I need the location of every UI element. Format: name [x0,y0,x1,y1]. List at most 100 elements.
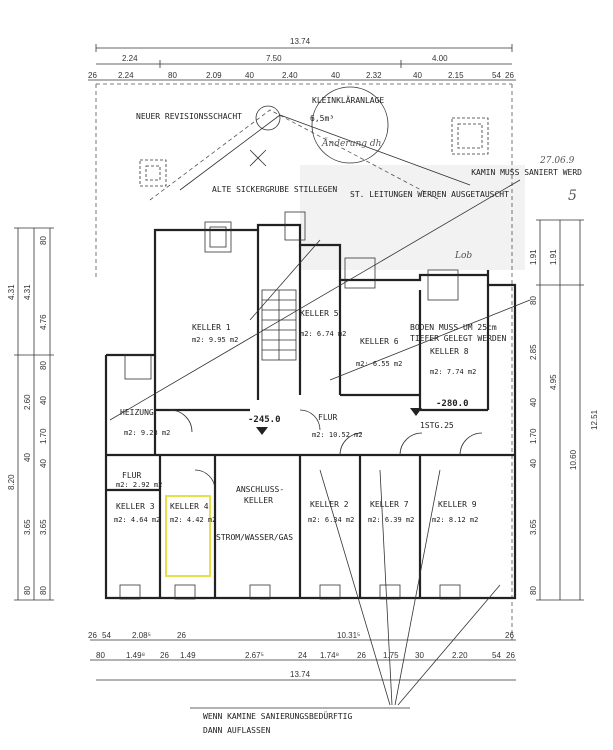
building-walls [104,223,517,600]
dim-total-bottom: 13.74 [290,670,311,679]
dim-left-inner-3: 40 [23,453,32,462]
door-swings [169,409,483,491]
dimensions-left: 4.31 8.20 4.31 2.60 40 3.65 80 80 4.76 8… [7,227,54,601]
dim-right-outer: 12.51 [590,409,599,430]
dim-top-3-2: 80 [168,71,177,80]
stair-label: 1STG.25 [420,421,454,430]
dim-bottom-1-4: 10.31⁵ [337,631,360,640]
handwriting-number: 5 [568,188,577,204]
dim-bottom-2-9: 30 [415,651,424,660]
keller3-area: m2: 4.64 m2 [114,516,160,524]
dim-right-inner-4: 40 [529,398,538,407]
dim-left-inner-5: 80 [23,586,32,595]
dim-left-detail-4: 40 [39,396,48,405]
floor-note-2: TIEFER GELEGT WERDEN [410,334,507,343]
handwriting-date: 27.06.9 [539,156,575,166]
dim-top-3-8: 40 [413,71,422,80]
keller1-area: m2: 9.95 m2 [192,336,238,344]
level-245-marker [256,427,268,435]
heizung-area: m2: 9.23 m2 [124,429,170,437]
revision-shaft-label: NEUER REVISIONSSCHACHT [136,112,242,121]
dim-top-3-11: 26 [505,71,514,80]
cesspit-label: ALTE SICKERGRUBE STILLEGEN [212,185,337,194]
dim-left-detail-5: 1.70 [39,428,48,444]
dim-bottom-2-4: 2.67⁵ [245,651,264,660]
sewage-plant-circle [311,86,389,164]
dim-bottom-1-1: 54 [102,631,111,640]
keller7-area: m2: 6.39 m2 [368,516,414,524]
dim-bottom-1-3: 26 [177,631,186,640]
flur-small-name: FLUR [122,471,141,480]
room-labels: KELLER 1 m2: 9.95 m2 KELLER 5 m2: 6.74 m… [114,309,507,542]
keller9-area: m2: 8.12 m2 [432,516,478,524]
dim-top-2-b: 7.50 [266,54,282,63]
keller2-area: m2: 6.34 m2 [308,516,354,524]
dim-bottom-2-2: 26 [160,651,169,660]
dim-bottom-2-6: 1.74⁸ [320,651,339,660]
handwriting-change: Änderung dh [321,137,381,149]
keller9-name: KELLER 9 [438,500,477,509]
yard-chimneys [139,117,489,187]
dim-right-mid-1: 1.91 [549,249,558,265]
dim-top-3-10: 54 [492,71,501,80]
dim-bottom-1-0: 26 [88,631,97,640]
dim-top-3-9: 2.15 [448,71,464,80]
dim-right-mid-2: 4.95 [549,374,558,390]
dim-bottom-2-0: 80 [96,651,105,660]
note-leader-lines [190,469,501,709]
anschluss-name-2: KELLER [244,496,273,505]
dim-bottom-2-12: 26 [506,651,515,660]
dim-right-inner-2: 80 [529,296,538,305]
keller6-name: KELLER 6 [360,337,399,346]
dim-bottom-2-11: 54 [492,651,501,660]
site-outline [95,83,513,640]
dim-top-3-5: 2.40 [282,71,298,80]
keller1-name: KELLER 1 [192,323,231,332]
dim-top-3-0: 26 [88,71,97,80]
dim-left-detail-6: 40 [39,459,48,468]
keller8-name: KELLER 8 [430,347,469,356]
keller2-name: KELLER 2 [310,500,349,509]
sketch-lines [109,179,531,421]
dim-bottom-2-3: 1.49 [180,651,196,660]
dim-left-outer-2: 8.20 [7,474,16,490]
keller7-name: KELLER 7 [370,500,409,509]
keller4-highlight [165,495,211,577]
keller6-area: m2: 6.55 m2 [356,360,402,368]
dim-left-detail-2: 4.76 [39,314,48,330]
dim-left-inner-2: 2.60 [23,394,32,410]
dim-top-3-1: 2.24 [118,71,134,80]
dim-bottom-1-2: 2.08⁵ [132,631,151,640]
dim-bottom-1-5: 26 [505,631,514,640]
dim-left-detail-3: 80 [39,361,48,370]
dim-right-inner-1: 1.91 [529,249,538,265]
dim-bottom-2-5: 24 [298,651,307,660]
keller8-area: m2: 7.74 m2 [430,368,476,376]
dim-top-2-a: 2.24 [122,54,138,63]
dim-top-3-3: 2.09 [206,71,222,80]
dim-left-detail-7: 3.65 [39,519,48,535]
pipes-note: ST. LEITUNGEN WERDEN AUSGETAUSCHT [350,190,509,199]
dim-right-inner-6: 40 [529,459,538,468]
dim-left-inner-1: 4.31 [23,284,32,300]
dim-total-top: 13.74 [290,37,311,46]
dim-top-3-7: 2.32 [366,71,382,80]
flur-small-area: m2: 2.92 m2 [116,481,162,489]
level-245: -245.0 [248,415,281,425]
dim-bottom-2-7: 26 [357,651,366,660]
keller5-name: KELLER 5 [300,309,339,318]
flur-main-name: FLUR [318,413,337,422]
keller3-name: KELLER 3 [116,502,155,511]
bottom-note-1: WENN KAMINE SANIERUNGSBEDÜRFTIG [203,711,352,721]
dim-bottom-2-8: 1.75 [383,651,399,660]
dim-top-2-c: 4.00 [432,54,448,63]
dim-right-inner-5: 1.70 [529,428,538,444]
level-280: -280.0 [436,399,469,409]
level-280-marker [410,408,422,416]
keller5-area: m2: 6.74 m2 [300,330,346,338]
dim-left-detail-8: 80 [39,586,48,595]
dim-top-3-6: 40 [331,71,340,80]
handwriting-sign: Lob [454,251,472,261]
building-chimneys [119,211,461,600]
dimensions-top: 13.74 2.24 7.50 4.00 26 2.24 80 2.09 40 … [88,37,516,81]
